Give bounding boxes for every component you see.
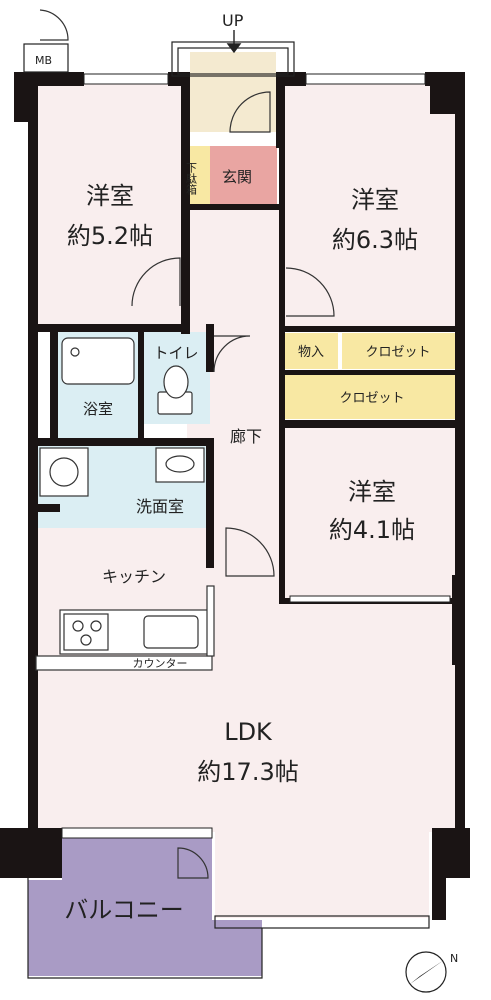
bath-label: 浴室 — [83, 400, 113, 418]
kitchen-label: キッチン — [102, 567, 166, 586]
kitchen-counter — [35, 585, 215, 671]
entrance-floor[interactable] — [210, 146, 277, 204]
storeroom-label: 物入 — [298, 345, 324, 360]
closet-b[interactable] — [285, 375, 455, 419]
room-ldk-lower[interactable] — [215, 832, 429, 918]
closet-a-label: クロゼット — [365, 345, 430, 360]
west-bedroom-name: 洋室 — [86, 182, 134, 210]
room-east-bedroom[interactable] — [285, 84, 455, 330]
mb-label: MB — [35, 54, 52, 67]
east-bedroom-size: 約6.3帖 — [332, 226, 418, 254]
entrance-label: 玄関 — [222, 168, 252, 186]
balcony-floor[interactable] — [28, 838, 262, 976]
south-bedroom-size: 約4.1帖 — [329, 516, 415, 544]
west-bedroom-size: 約5.2帖 — [67, 222, 153, 250]
east-bedroom-name: 洋室 — [351, 186, 399, 214]
stair-arrow — [226, 30, 242, 54]
washroom-label: 洗面室 — [136, 497, 184, 516]
ldk-name: LDK — [224, 718, 273, 746]
stair-hall — [190, 52, 276, 132]
corridor-label: 廊下 — [230, 427, 262, 446]
walls — [0, 72, 470, 920]
doors — [39, 9, 335, 879]
compass-icon — [405, 951, 447, 993]
windows — [61, 73, 451, 839]
room-west-bedroom[interactable] — [38, 84, 181, 326]
south-bedroom-name: 洋室 — [348, 478, 396, 506]
closet-b-label: クロゼット — [339, 391, 404, 406]
compass-n-label: N — [450, 952, 458, 965]
toilet-label: トイレ — [153, 344, 198, 362]
storeroom[interactable] — [285, 333, 338, 369]
bathtub — [61, 337, 135, 385]
balcony-label: バルコニー — [64, 896, 184, 924]
room-ldk[interactable] — [38, 510, 455, 832]
washing-machine — [39, 447, 89, 497]
washbasin — [155, 447, 205, 483]
closet-a[interactable] — [342, 333, 455, 369]
shoe-box-label: 下駄箱 — [185, 162, 198, 196]
counter-label: カウンター — [133, 657, 188, 670]
toilet-fixture — [157, 365, 193, 415]
ldk-size: 約17.3帖 — [197, 758, 298, 786]
shoe-box — [187, 146, 210, 210]
stair-label: UP — [222, 11, 244, 30]
